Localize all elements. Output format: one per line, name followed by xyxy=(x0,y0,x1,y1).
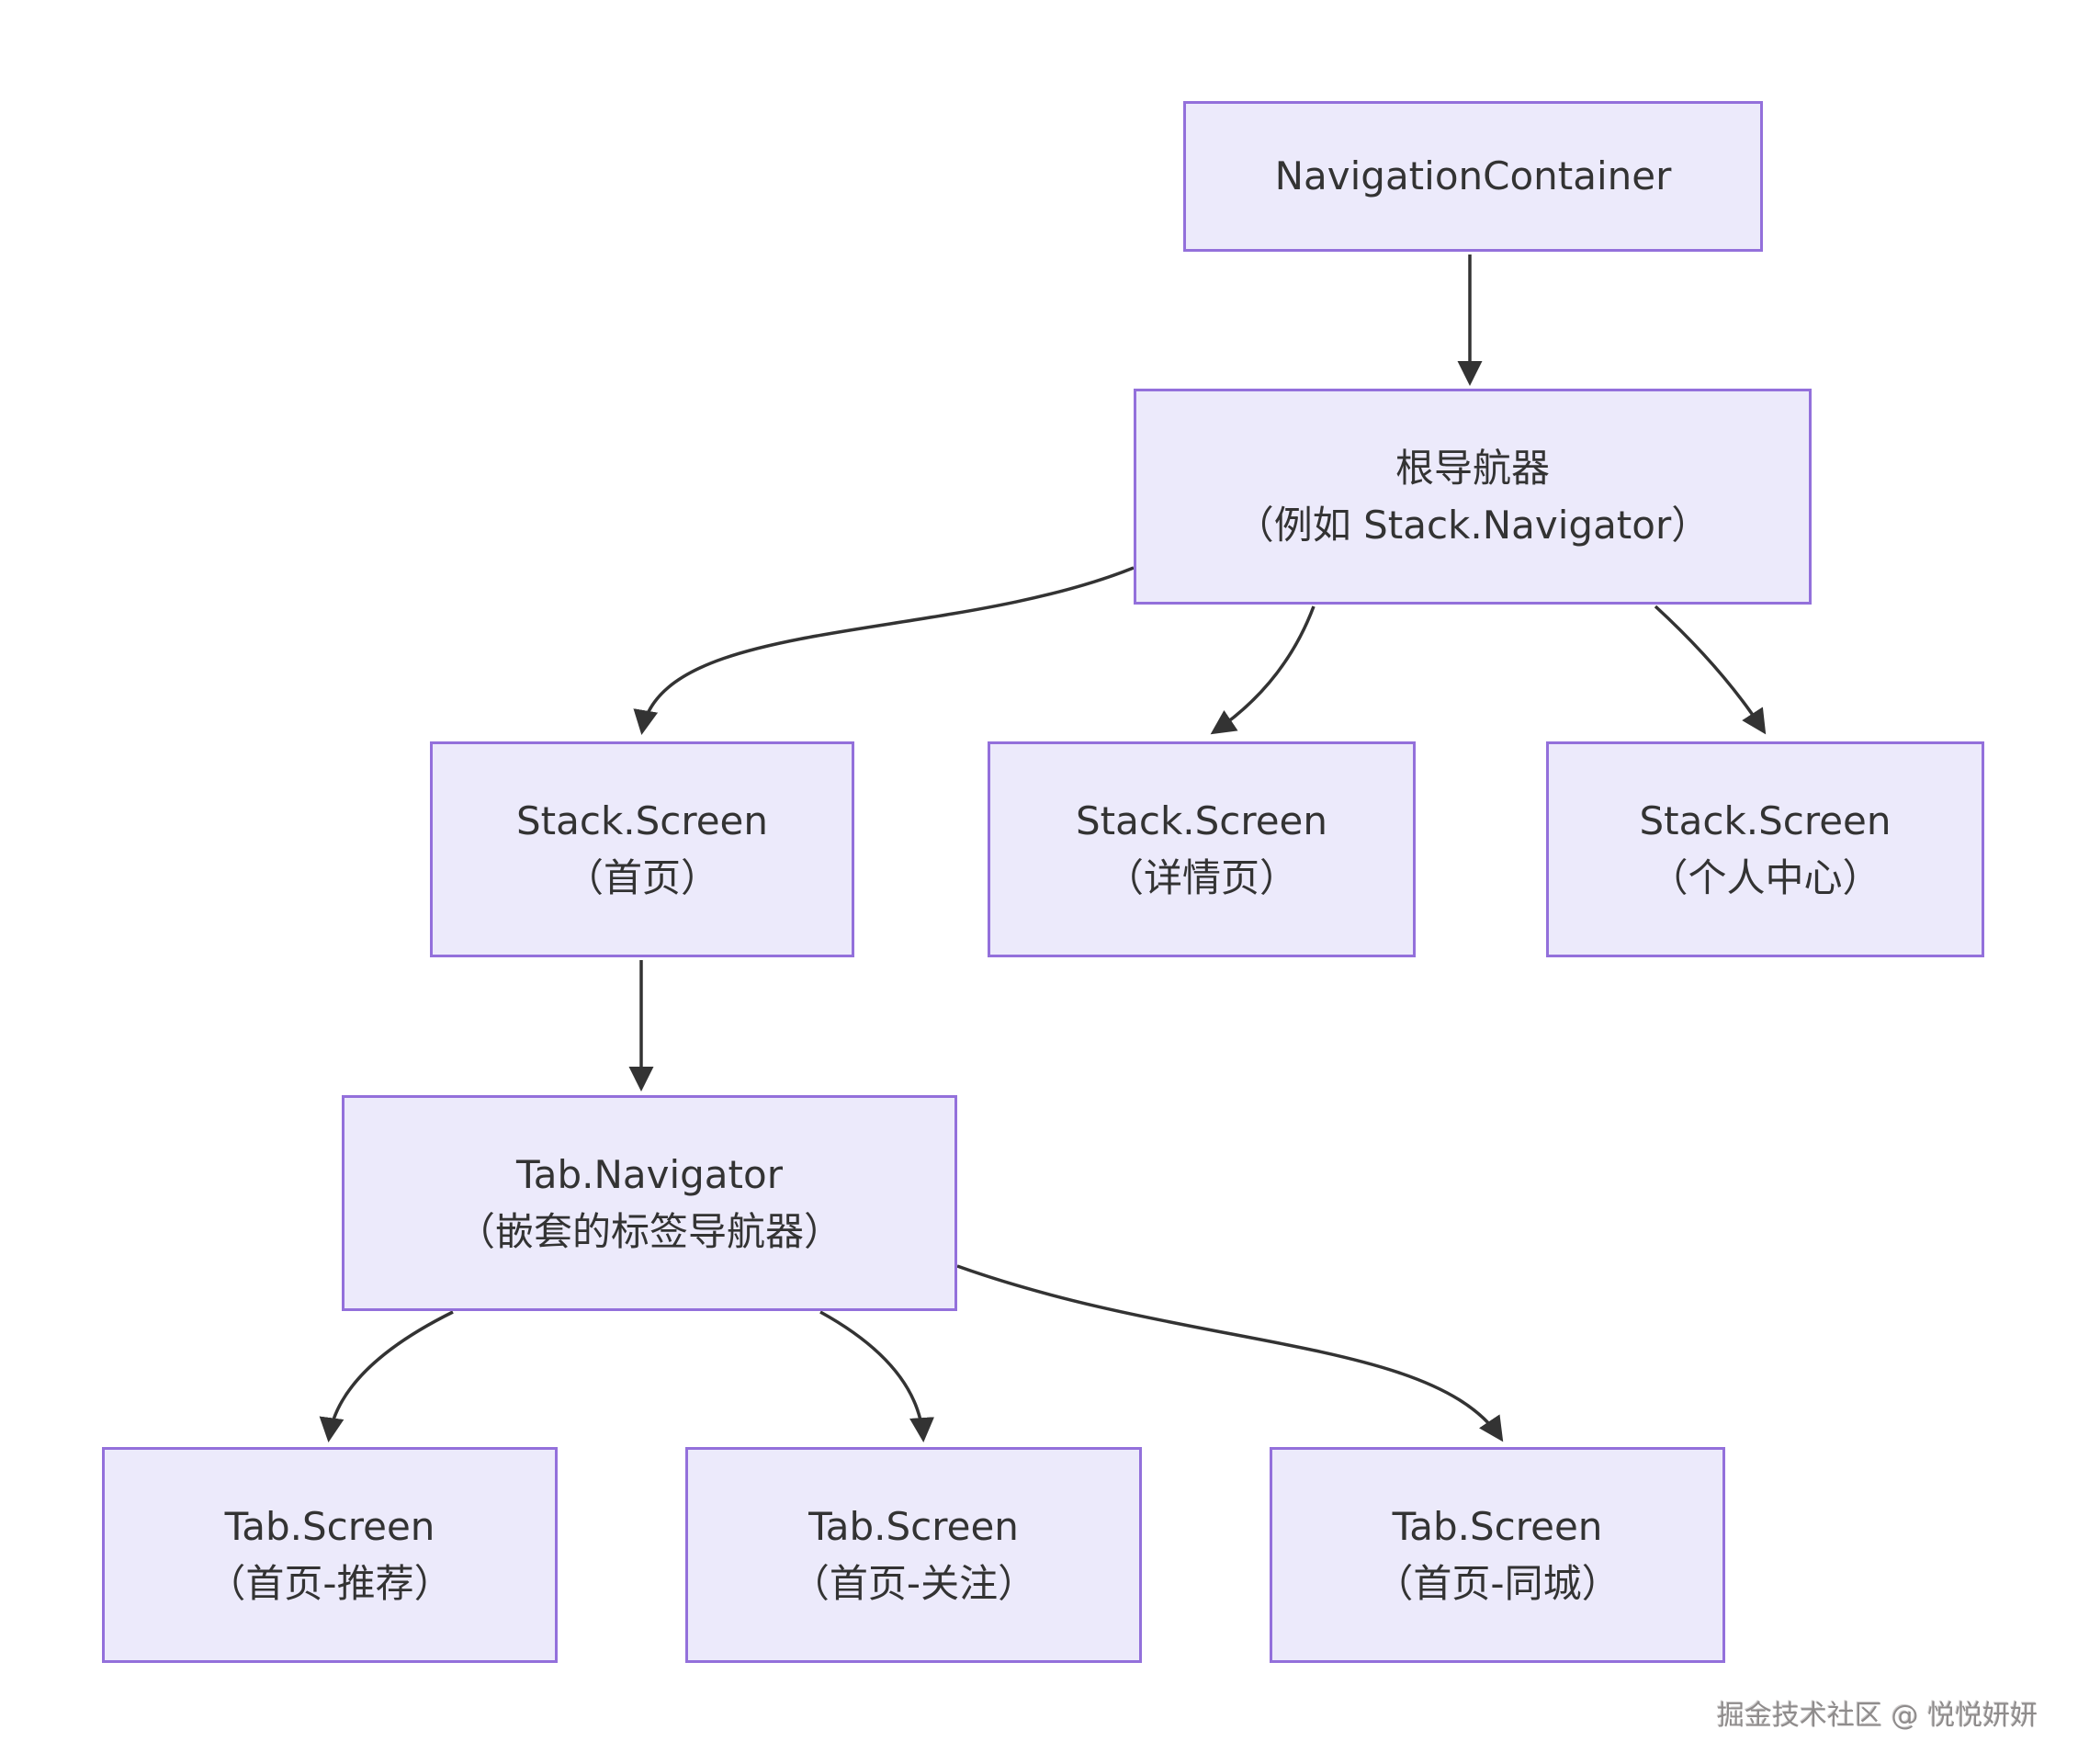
node-tab-screen-city: Tab.Screen （首页-同城） xyxy=(1270,1447,1725,1663)
edge-tabnavigator-to-tabscreen-recommend xyxy=(319,1310,454,1443)
edge-tabnavigator-to-tabscreen-city xyxy=(956,1264,1504,1442)
node-label: NavigationContainer xyxy=(1274,153,1672,198)
node-label: 根导航器 xyxy=(1395,445,1550,491)
edge-tabnavigator-to-tabscreen-follow xyxy=(819,1310,935,1443)
edge-rootnavigator-to-stackscreen-profile xyxy=(1654,605,1767,735)
node-navigation-container: NavigationContainer xyxy=(1183,101,1763,252)
edge-rootnavigator-to-stackscreen-home xyxy=(633,566,1135,735)
node-label: Tab.Navigator xyxy=(516,1151,783,1197)
node-label: Tab.Screen xyxy=(808,1503,1019,1549)
node-sublabel: （首页） xyxy=(564,854,719,900)
node-label: Stack.Screen xyxy=(1639,797,1892,843)
node-label: Tab.Screen xyxy=(1392,1503,1603,1549)
node-stack-screen-home: Stack.Screen （首页） xyxy=(430,741,854,957)
node-tab-navigator: Tab.Navigator （嵌套的标签导航器） xyxy=(342,1095,957,1311)
watermark: 掘金技术社区 @ 悦悦妍妍 xyxy=(1716,1700,2038,1732)
edge-rootnavigator-to-stackscreen-detail xyxy=(1210,605,1316,735)
node-sublabel: （首页-推荐） xyxy=(207,1560,453,1606)
node-sublabel: （首页-关注） xyxy=(790,1560,1037,1606)
node-sublabel: （详情页） xyxy=(1104,854,1298,900)
node-root-navigator: 根导航器 （例如 Stack.Navigator） xyxy=(1134,389,1812,605)
node-stack-screen-profile: Stack.Screen （个人中心） xyxy=(1546,741,1984,957)
node-stack-screen-detail: Stack.Screen （详情页） xyxy=(988,741,1416,957)
node-sublabel: （个人中心） xyxy=(1649,854,1881,900)
node-sublabel: （嵌套的标签导航器） xyxy=(456,1208,842,1254)
node-label: Tab.Screen xyxy=(224,1503,435,1549)
node-label: Stack.Screen xyxy=(515,797,769,843)
node-tab-screen-recommend: Tab.Screen （首页-推荐） xyxy=(102,1447,558,1663)
node-sublabel: （例如 Stack.Navigator） xyxy=(1235,502,1711,548)
node-sublabel: （首页-同城） xyxy=(1374,1560,1621,1606)
node-tab-screen-follow: Tab.Screen （首页-关注） xyxy=(685,1447,1142,1663)
node-label: Stack.Screen xyxy=(1075,797,1328,843)
